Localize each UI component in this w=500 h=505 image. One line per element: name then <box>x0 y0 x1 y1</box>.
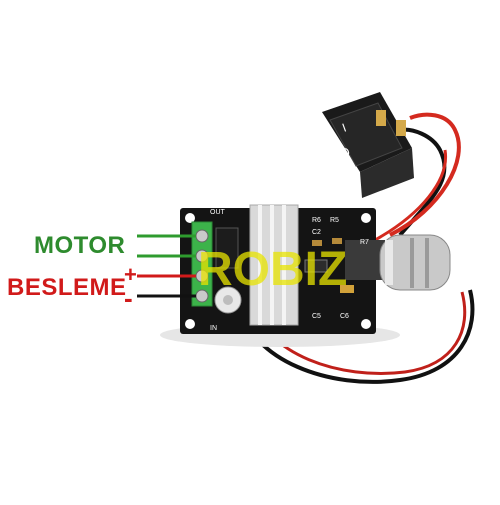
board-r5-label: R5 <box>330 217 339 224</box>
board-out-label: OUT <box>210 209 226 216</box>
switch-off-mark: O <box>338 144 352 160</box>
potentiometer-base <box>345 240 385 280</box>
board-r6-label: R6 <box>312 217 321 224</box>
plus-sign: + <box>124 262 137 287</box>
besleme-label: BESLEME <box>7 274 127 301</box>
mount-hole-icon <box>361 319 371 329</box>
knob-ridge <box>410 238 414 288</box>
board-r7-label: R7 <box>360 239 369 246</box>
minus-sign: - <box>124 283 133 313</box>
terminal-screw-icon <box>195 229 209 243</box>
mount-hole-icon <box>361 213 371 223</box>
potentiometer-knob <box>379 234 451 291</box>
heatsink-fin <box>270 205 274 325</box>
switch-side <box>360 148 414 198</box>
knob-ridge <box>425 238 429 288</box>
board-c5-label: C5 <box>312 313 321 320</box>
black-wire-switch <box>398 127 447 237</box>
rocker-switch: I O <box>322 92 414 198</box>
switch-terminal <box>376 110 386 126</box>
red-wire-switch-b <box>374 149 448 242</box>
board-c2-label: C2 <box>312 229 321 236</box>
mount-hole-icon <box>185 213 195 223</box>
switch-terminal <box>396 120 406 136</box>
board-in-label: IN <box>210 325 217 332</box>
knob-highlight <box>385 240 393 285</box>
capacitor-top <box>223 295 233 305</box>
mount-hole-icon <box>185 319 195 329</box>
smd-component <box>340 285 354 293</box>
watermark: ROBIZ <box>198 243 347 296</box>
mosfet-chip <box>215 227 239 269</box>
motor-label: MOTOR <box>34 232 126 259</box>
red-wire-switch-a <box>389 112 461 237</box>
switch-on-mark: I <box>340 121 348 135</box>
smd-component <box>312 240 322 246</box>
heatsink-fin <box>282 205 286 325</box>
terminal-block <box>191 221 213 307</box>
board-c6-label: C6 <box>340 313 349 320</box>
smd-component <box>332 238 342 244</box>
ic-chip <box>304 259 328 273</box>
heatsink-fin <box>258 205 262 325</box>
